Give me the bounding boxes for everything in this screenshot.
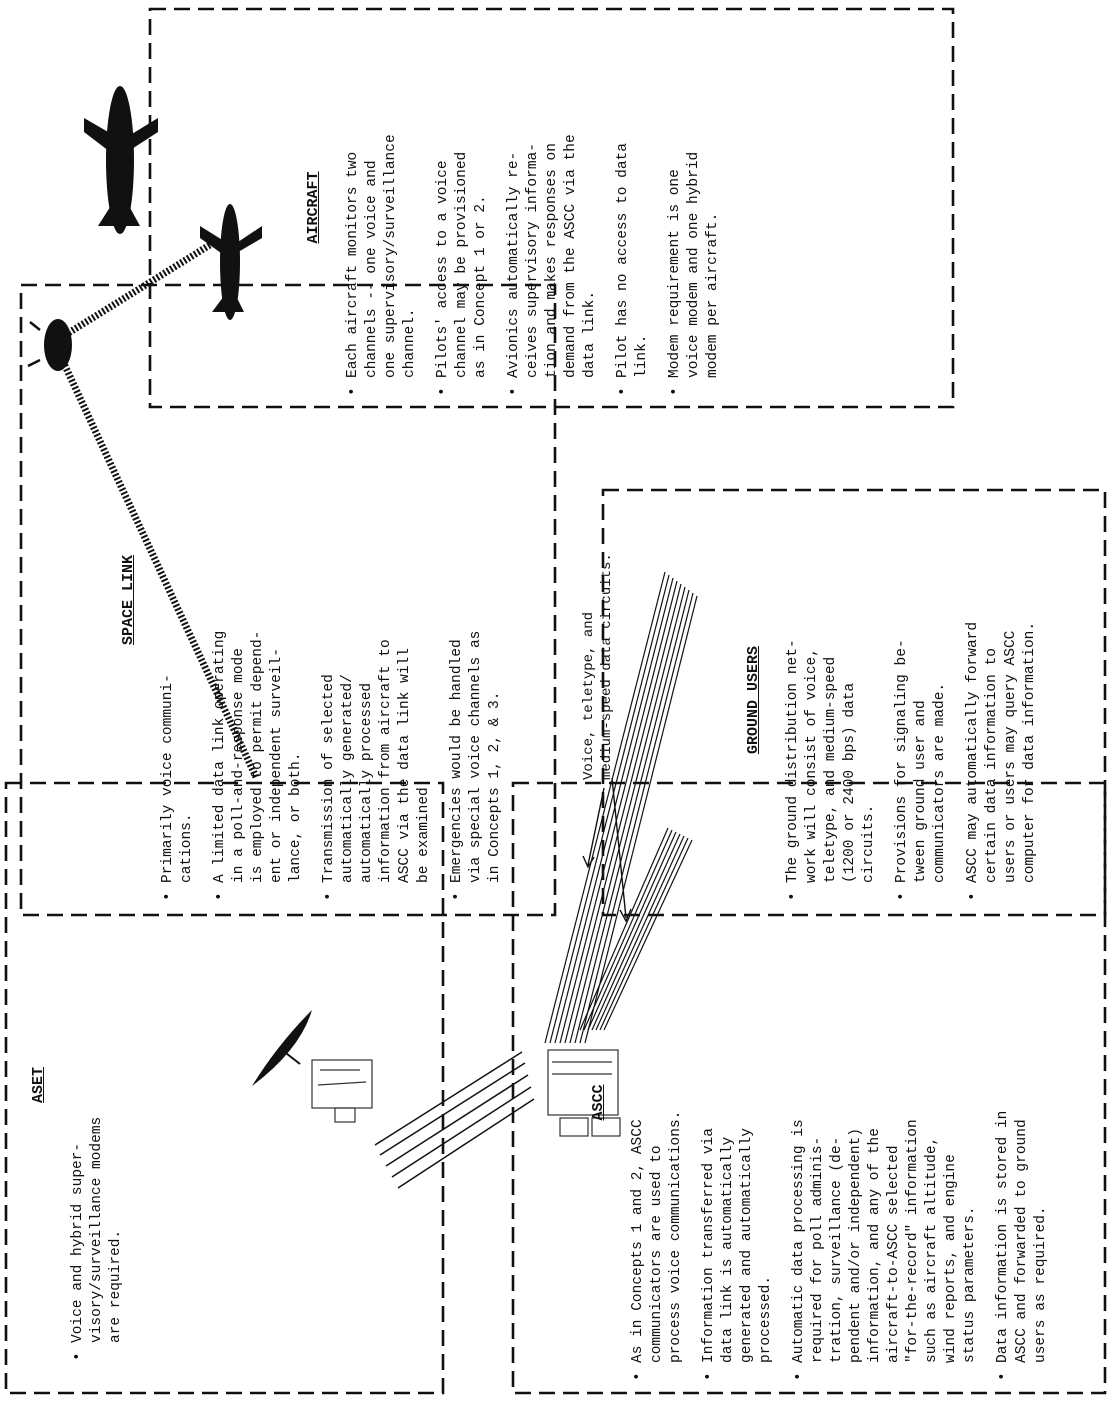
aircraft-list: Each aircraft monitors two channels -- o… xyxy=(344,15,723,400)
ground-users-title: GROUND USERS xyxy=(745,645,762,755)
aircraft-item: Avionics automatically re- ceives superv… xyxy=(505,15,600,400)
aircraft-item: Pilot has no access to data link. xyxy=(614,15,652,400)
ground-users-item: ASCC may automatically forward certain d… xyxy=(964,495,1040,905)
aset-list: Voice and hybrid super- visory/surveilla… xyxy=(69,805,126,1365)
ascc-item: As in Concepts 1 and 2, ASCC communicato… xyxy=(629,820,686,1385)
ground-users-item: Provisions for signaling be- tween groun… xyxy=(893,495,950,905)
console-icon xyxy=(547,1049,621,1137)
ground-users-item: The ground distribution net- work will c… xyxy=(784,495,879,905)
aset-title: ASET xyxy=(30,1067,47,1104)
ground-users-list: The ground distribution net- work will c… xyxy=(784,495,1040,905)
satellite-icon xyxy=(27,319,72,371)
aircraft-title: AIRCRAFT xyxy=(305,171,322,244)
aircraft-item: Each aircraft monitors two channels -- o… xyxy=(344,15,420,400)
aircraft-item: Modem requirement is one voice modem and… xyxy=(666,15,723,400)
ascc-title: ASCC xyxy=(590,1084,607,1121)
circuits-label: Voice, teletype, and medium-speed data c… xyxy=(581,553,615,780)
space-link-title: SPACE LINK xyxy=(120,555,137,646)
aircraft-item: Pilots' access to a voice channel may be… xyxy=(434,15,491,400)
aset-ascc-cable xyxy=(374,1051,535,1189)
aircraft-text: AIRCRAFT Each aircraft monitors two chan… xyxy=(305,15,737,400)
space-link-panel-border xyxy=(19,283,557,917)
space-link-item: Primarily voice communi- cations. xyxy=(159,295,197,905)
ground-users-text: GROUND USERS The ground distribution net… xyxy=(745,495,1054,905)
satellite-dish-icon xyxy=(252,1010,373,1123)
aset-item: Voice and hybrid super- visory/surveilla… xyxy=(69,805,126,1365)
space-link-item: A limited data link operating in a poll-… xyxy=(211,295,306,905)
